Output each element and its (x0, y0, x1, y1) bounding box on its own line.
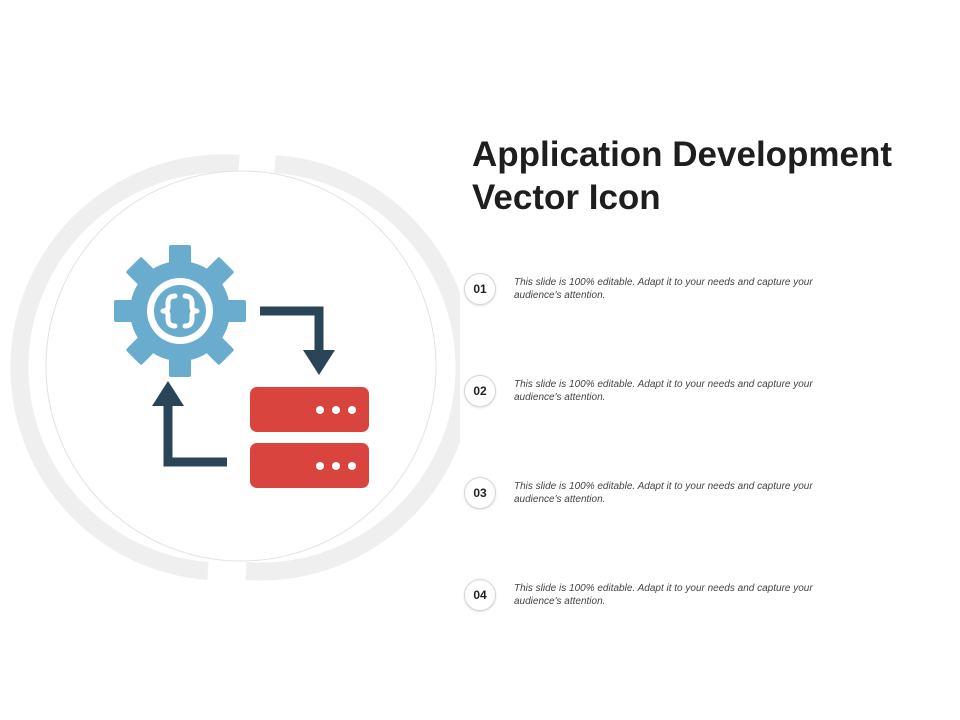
inner-circle (45, 170, 437, 562)
item-description: This slide is 100% editable. Adapt it to… (514, 481, 813, 505)
server-icon (250, 387, 369, 488)
arrow-up-icon (152, 381, 227, 467)
list-item: 01 This slide is 100% editable. Adapt it… (464, 273, 844, 313)
outer-ring (10, 154, 460, 581)
list-item: 03 This slide is 100% editable. Adapt it… (464, 477, 844, 517)
list-item: 02 This slide is 100% editable. Adapt it… (464, 375, 844, 415)
title-line-1: Application Development (472, 135, 893, 174)
list-item: 04 This slide is 100% editable. Adapt it… (464, 579, 844, 619)
title-line-2: Vector Icon (472, 178, 661, 217)
number-badge: 01 (464, 273, 496, 305)
page-title: Application Development Vector Icon (472, 133, 892, 219)
item-description: This slide is 100% editable. Adapt it to… (514, 277, 813, 301)
arrow-down-icon (260, 306, 335, 375)
illustration (10, 154, 460, 581)
item-description: This slide is 100% editable. Adapt it to… (514, 583, 813, 607)
number-badge: 02 (464, 375, 496, 407)
item-description: This slide is 100% editable. Adapt it to… (514, 379, 813, 403)
number-badge: 03 (464, 477, 496, 509)
gear-code-icon (114, 245, 246, 377)
number-badge: 04 (464, 579, 496, 611)
